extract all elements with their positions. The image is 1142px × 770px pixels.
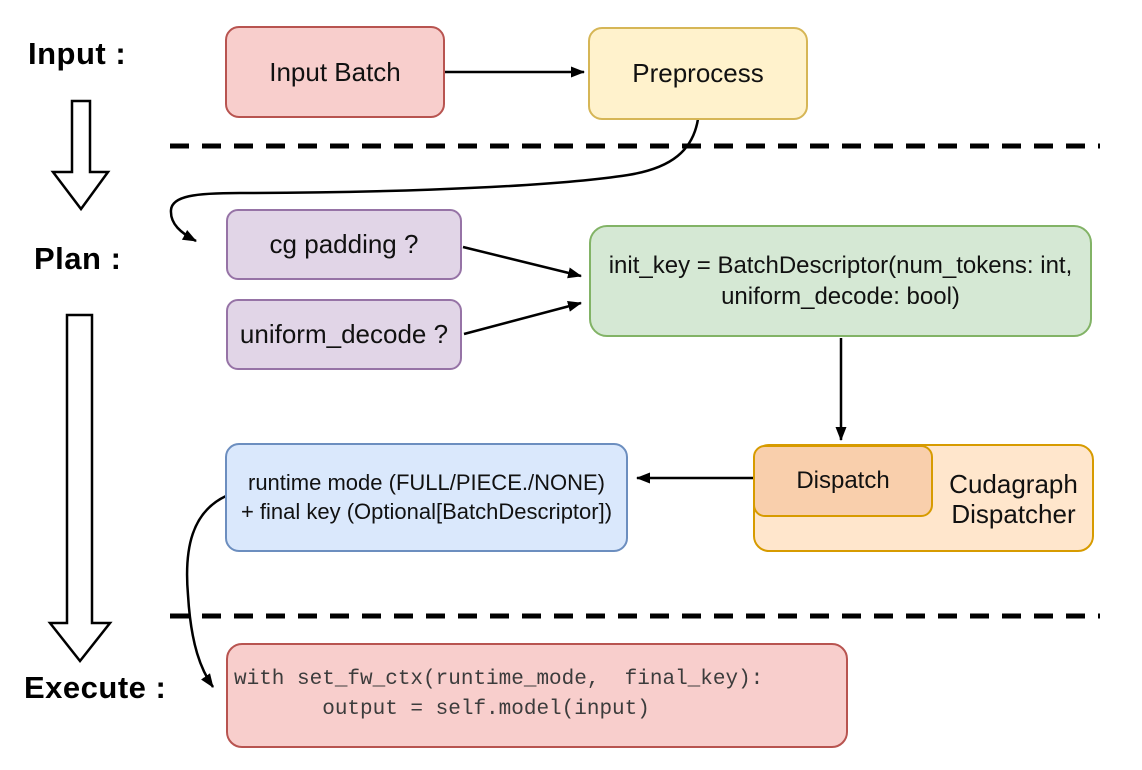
node-runtime-line1: runtime mode (FULL/PIECE./NONE) (248, 469, 605, 495)
stage-label-execute: Execute : (24, 670, 167, 705)
node-dispatch-label: Dispatch (796, 467, 890, 494)
node-execute-code: with set_fw_ctx(runtime_mode, final_key)… (226, 643, 848, 748)
node-cudagraph-line2: Dispatcher (951, 499, 1076, 529)
node-init-key: init_key = BatchDescriptor(num_tokens: i… (589, 225, 1092, 337)
node-uniform-decode: uniform_decode ? (226, 299, 462, 370)
arrow-cgpadding-to-initkey (462, 245, 582, 279)
node-cudagraph-line1: Cudagraph (949, 469, 1078, 499)
node-execute-code-line1: with set_fw_ctx(runtime_mode, final_key)… (234, 668, 764, 691)
arrow-uniformdecode-to-initkey (463, 301, 582, 336)
node-init-key-line2: uniform_decode: bool) (721, 283, 960, 310)
node-cg-padding-label: cg padding ? (269, 229, 419, 260)
node-cg-padding: cg padding ? (226, 209, 462, 280)
node-input-batch: Input Batch (225, 26, 445, 118)
node-input-batch-label: Input Batch (269, 56, 401, 87)
node-cudagraph-dispatcher-label: Cudagraph Dispatcher (933, 468, 1094, 530)
node-uniform-decode-label: uniform_decode ? (239, 319, 449, 350)
stage-arrow-plan-to-execute-icon (47, 313, 113, 664)
node-runtime-line2: + final key (Optional[BatchDescriptor]) (240, 498, 613, 524)
node-dispatch: Dispatch (753, 445, 933, 517)
node-init-key-line1: init_key = BatchDescriptor(num_tokens: i… (608, 251, 1073, 279)
stage-label-plan: Plan : (34, 241, 122, 276)
node-preprocess: Preprocess (588, 27, 808, 120)
node-runtime-result: runtime mode (FULL/PIECE./NONE) + final … (225, 443, 628, 552)
node-execute-code-line2: output = self.model(input) (234, 698, 650, 721)
stage-label-input: Input : (28, 36, 127, 71)
stage-arrow-input-to-plan-icon (50, 99, 111, 212)
node-preprocess-label: Preprocess (632, 58, 764, 89)
arrow-runtime-to-code (185, 494, 227, 688)
